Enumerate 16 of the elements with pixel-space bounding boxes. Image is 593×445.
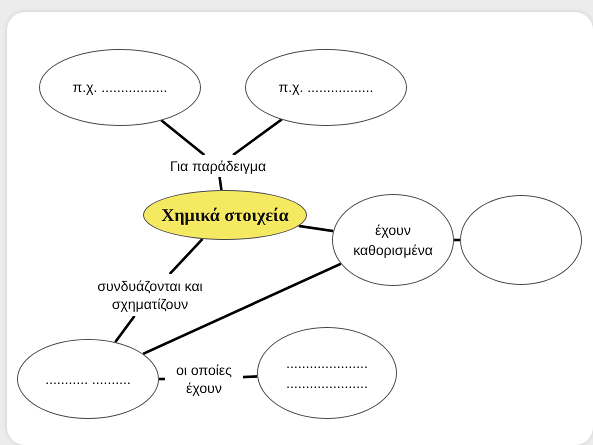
concept-text: ..................... .....................: [285, 354, 369, 393]
main-concept-text: Χημικά στοιχεία: [161, 204, 289, 227]
connector-line: [218, 176, 223, 190]
connector-line: [142, 262, 342, 356]
concept-text: π.χ. .................: [72, 78, 168, 97]
connector-line: [242, 375, 258, 378]
connector-line: [454, 238, 460, 242]
connector-line: [232, 118, 283, 156]
connector-line: [168, 238, 204, 275]
concept-text: π.χ. .................: [278, 78, 374, 97]
connector-line: [114, 315, 136, 343]
connector-line: [159, 378, 165, 380]
concept-text: ........... ..........: [45, 370, 131, 389]
connector-line: [160, 119, 206, 156]
connector-line: [298, 224, 334, 232]
concept-text: έχουν καθορισμένα: [352, 220, 434, 260]
